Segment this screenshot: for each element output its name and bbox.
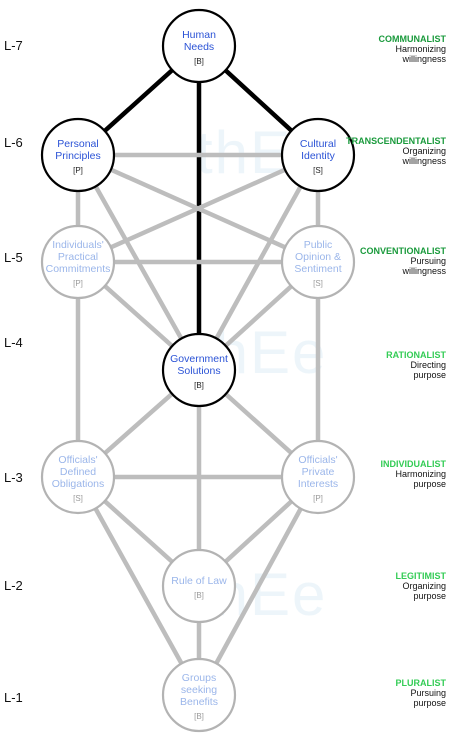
node-tag-groups-seeking-benefits: [B] — [194, 712, 204, 721]
level-desc-line2: purpose — [413, 591, 446, 601]
level-desc-line2: purpose — [413, 479, 446, 489]
level-desc-line1: Harmonizing — [395, 469, 446, 479]
level-desc-line2: purpose — [413, 370, 446, 380]
node-tag-government-solutions: [B] — [194, 381, 204, 390]
level-category: RATIONALIST — [386, 350, 446, 360]
node-title-officials-defined-obligations: Officials' Defined Obligations — [51, 454, 105, 490]
level-desc-line1: Directing — [410, 360, 446, 370]
node-tag-public-opinion-sentiment: [S] — [313, 279, 323, 288]
node-title-officials-private-interests: Officials' Private Interests — [297, 454, 339, 490]
node-title-public-opinion-sentiment: Public Opinion & Sentiment — [294, 239, 342, 275]
node-title-government-solutions: Government Solutions — [170, 353, 228, 377]
level-label: L-4 — [4, 335, 23, 350]
node-personal-principles — [40, 117, 116, 193]
node-government-solutions — [161, 332, 237, 408]
node-officials-private-interests — [280, 439, 356, 515]
node-title-individuals-practical-commitments: Individuals' Practical Commitments — [45, 239, 111, 275]
node-title-personal-principles: Personal Principles — [55, 138, 101, 162]
node-title-groups-seeking-benefits: Groups seeking Benefits — [180, 672, 218, 708]
level-category: INDIVIDUALIST — [380, 459, 446, 469]
level-desc-line2: willingness — [402, 54, 446, 64]
level-label: L-2 — [4, 578, 23, 593]
node-public-opinion-sentiment — [280, 224, 356, 300]
node-officials-defined-obligations — [40, 439, 116, 515]
level-label: L-1 — [4, 690, 23, 705]
node-tag-cultural-identity: [S] — [313, 166, 323, 175]
node-human-needs — [161, 8, 237, 84]
level-desc-line1: Harmonizing — [395, 44, 446, 54]
level-category: PLURALIST — [395, 678, 447, 688]
nodes-layer — [40, 8, 356, 733]
level-category: TRANSCENDENTALIST — [346, 136, 446, 146]
node-tag-rule-of-law: [B] — [194, 591, 204, 600]
node-tag-human-needs: [B] — [194, 57, 204, 66]
node-title-cultural-identity: Cultural Identity — [299, 138, 337, 162]
node-tag-officials-defined-obligations: [S] — [73, 494, 83, 503]
node-groups-seeking-benefits — [161, 657, 237, 733]
level-desc-line2: purpose — [413, 698, 446, 708]
level-desc-line2: willingness — [402, 266, 446, 276]
node-tag-individuals-practical-commitments: [P] — [73, 279, 83, 288]
level-desc-line1: Pursuing — [410, 688, 446, 698]
level-desc-line1: Pursuing — [410, 256, 446, 266]
level-desc-line1: Organizing — [402, 581, 446, 591]
level-desc-line1: Organizing — [402, 146, 446, 156]
node-tag-officials-private-interests: [P] — [313, 494, 323, 503]
edge-cultural-identity-to-individuals-practical-commitments — [75, 152, 321, 265]
level-desc-line2: willingness — [402, 156, 446, 166]
node-rule-of-law — [161, 548, 237, 624]
node-title-rule-of-law: Rule of Law — [171, 575, 227, 587]
node-tag-personal-principles: [P] — [73, 166, 83, 175]
edge-officials-defined-obligations-to-groups-seeking-benefits — [75, 474, 202, 698]
level-category: LEGITIMIST — [395, 571, 447, 581]
level-label: L-7 — [4, 38, 23, 53]
node-cultural-identity — [280, 117, 356, 193]
level-label: L-6 — [4, 135, 23, 150]
edge-officials-private-interests-to-groups-seeking-benefits — [196, 474, 321, 698]
node-individuals-practical-commitments — [40, 224, 116, 300]
level-category: COMMUNALIST — [378, 34, 447, 44]
level-category: CONVENTIONALIST — [359, 246, 446, 256]
level-label: L-5 — [4, 250, 23, 265]
level-label: L-3 — [4, 470, 23, 485]
node-title-human-needs: Human Needs — [182, 29, 216, 53]
